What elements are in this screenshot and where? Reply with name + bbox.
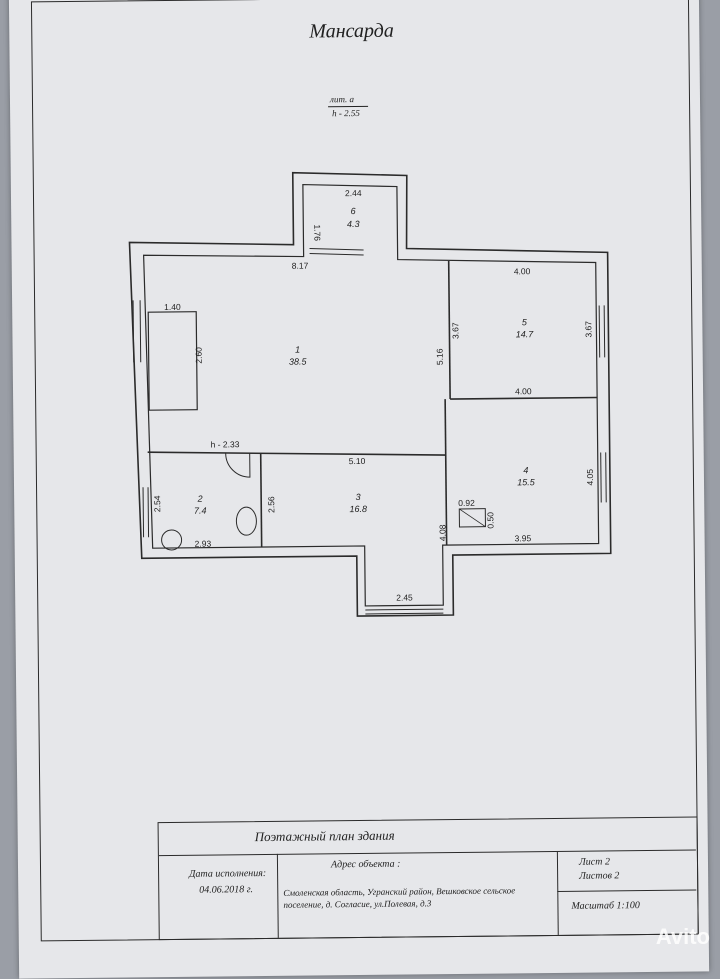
room-5-area: 14.7 bbox=[516, 329, 535, 339]
room-6-number: 6 bbox=[351, 206, 356, 216]
dim-stair-height: 0.50 bbox=[485, 512, 495, 529]
wall-room1-room5 bbox=[447, 261, 451, 400]
drawing-sheet: Мансарда лит. а h - 2.55 bbox=[8, 0, 710, 979]
dim-room2-bottom: 2.93 bbox=[195, 539, 212, 549]
floor-plan: 6 4.3 1 38.5 5 14.7 4 15.5 3 16.8 2 7.4 … bbox=[128, 171, 612, 617]
dim-balcony-width: 2.44 bbox=[345, 188, 362, 198]
room-3-area: 16.8 bbox=[349, 504, 367, 514]
window-balcony bbox=[309, 248, 364, 256]
wall-room2-room3 bbox=[259, 453, 263, 548]
sheet-number: Лист 2 bbox=[578, 856, 610, 868]
dim-bay-width: 2.45 bbox=[396, 592, 413, 602]
date-label: Дата исполнения: bbox=[189, 867, 267, 880]
dim-niche-width: 1.40 bbox=[164, 302, 181, 312]
window-bay bbox=[365, 608, 444, 615]
title-block: Поэтажный план здания Дата исполнения: 0… bbox=[157, 816, 699, 941]
room-1-area: 38.5 bbox=[289, 357, 308, 367]
dim-top-width: 8.17 bbox=[292, 261, 309, 271]
window-room4 bbox=[600, 452, 607, 503]
toilet-fixture bbox=[235, 506, 257, 536]
window-room2 bbox=[142, 487, 150, 538]
dim-room3-top: 5.10 bbox=[349, 456, 366, 466]
window-room5 bbox=[598, 305, 606, 358]
wall-room1-lower bbox=[147, 451, 446, 456]
window-left-room1 bbox=[132, 300, 142, 363]
dim-room5-left: 3.67 bbox=[450, 322, 460, 339]
date-value: 04.06.2018 г. bbox=[199, 884, 254, 896]
niche bbox=[147, 311, 198, 411]
door-swing-room2 bbox=[225, 453, 251, 478]
dim-room5-right: 3.67 bbox=[583, 321, 593, 338]
dim-room2-left: 2.54 bbox=[152, 495, 162, 512]
address-line-1: Смоленская область, Угранский район, Веш… bbox=[283, 885, 516, 898]
address-label: Адрес объекта : bbox=[330, 858, 401, 871]
sheet-count: Листов 2 bbox=[579, 870, 620, 882]
room-6-area: 4.3 bbox=[347, 219, 360, 229]
scale: Масштаб 1:100 bbox=[571, 900, 640, 912]
dim-room2-right: 2.56 bbox=[266, 496, 276, 513]
room-5-number: 5 bbox=[522, 317, 528, 327]
outer-wall bbox=[128, 171, 612, 617]
dim-balcony-depth: 1.76 bbox=[312, 224, 322, 241]
dim-room3-right: 4.08 bbox=[437, 524, 447, 541]
room-3-number: 3 bbox=[356, 492, 361, 502]
room-2-number: 2 bbox=[197, 494, 203, 504]
dim-room1-right: 5.16 bbox=[435, 348, 445, 365]
room-4-area: 15.5 bbox=[517, 477, 536, 487]
dim-room4-bottom: 3.95 bbox=[515, 533, 532, 543]
dim-room1-height-note: h - 2.33 bbox=[211, 439, 240, 449]
shower-fixture bbox=[161, 529, 183, 551]
dim-stair-width: 0.92 bbox=[458, 498, 475, 508]
avito-watermark: Avito bbox=[655, 924, 710, 949]
wall-room5-room4 bbox=[450, 396, 598, 400]
room-1-number: 1 bbox=[295, 345, 300, 355]
dim-room5-bottom: 4.00 bbox=[515, 386, 532, 396]
room-2-area: 7.4 bbox=[194, 506, 207, 516]
stair bbox=[458, 508, 486, 528]
dim-niche-depth: 2.60 bbox=[194, 347, 204, 364]
room-4-number: 4 bbox=[523, 465, 528, 475]
wall-room4-room3 bbox=[444, 399, 448, 546]
dim-room4-right: 4.05 bbox=[585, 469, 595, 486]
inner-wall bbox=[142, 183, 600, 607]
dim-room5-top: 4.00 bbox=[514, 266, 531, 276]
address-line-2: поселение, д. Согласие, ул.Полевая, д.3 bbox=[283, 898, 432, 910]
titleblock-heading: Поэтажный план здания bbox=[254, 827, 395, 845]
